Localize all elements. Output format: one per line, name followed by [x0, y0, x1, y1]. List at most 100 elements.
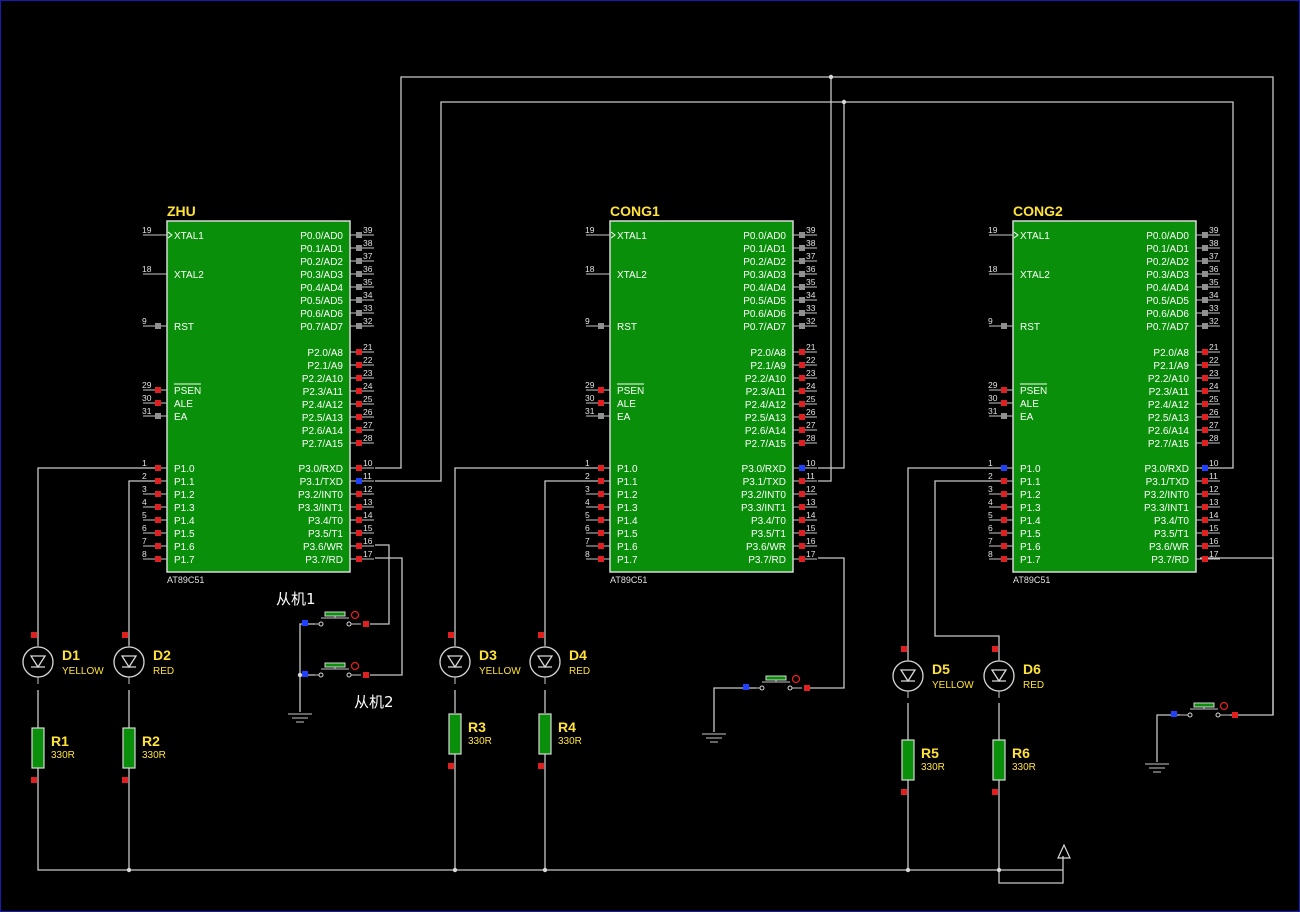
- mcu-cong2[interactable]: CONG2AT89C5119XTAL118XTAL29RST29PSEN30AL…: [988, 203, 1220, 585]
- push-button-slave1[interactable]: [302, 610, 369, 628]
- mcu-cong1[interactable]: CONG1AT89C5119XTAL118XTAL29RST29PSEN30AL…: [585, 203, 817, 585]
- pin-p15[interactable]: 6P1.5: [988, 523, 1041, 540]
- pin-p15[interactable]: 6P1.5: [585, 523, 638, 540]
- push-button-cong2[interactable]: [1171, 701, 1238, 719]
- pin-p17[interactable]: 8P1.7: [585, 549, 638, 566]
- pin-p15[interactable]: 6P1.5: [142, 523, 195, 540]
- pin-p17[interactable]: 8P1.7: [142, 549, 195, 566]
- pin-p10[interactable]: 1P1.0: [988, 458, 1041, 475]
- pin-p16[interactable]: 7P1.6: [585, 536, 638, 553]
- pin-p12[interactable]: 3P1.2: [585, 484, 638, 501]
- pin-p11[interactable]: 2P1.1: [988, 471, 1041, 488]
- pin-p17[interactable]: 8P1.7: [988, 549, 1041, 566]
- pin-p16[interactable]: 7P1.6: [142, 536, 195, 553]
- pin-p12[interactable]: 3P1.2: [988, 484, 1041, 501]
- push-button-slave2[interactable]: [302, 661, 369, 679]
- pin-p14[interactable]: 5P1.4: [988, 510, 1041, 527]
- pin-p10[interactable]: 1P1.0: [142, 458, 195, 475]
- pin-p16[interactable]: 7P1.6: [988, 536, 1041, 553]
- pin-p13[interactable]: 4P1.3: [988, 497, 1041, 514]
- pin-p13[interactable]: 4P1.3: [585, 497, 638, 514]
- pin-p11[interactable]: 2P1.1: [585, 471, 638, 488]
- pin-p12[interactable]: 3P1.2: [142, 484, 195, 501]
- pin-p10[interactable]: 1P1.0: [585, 458, 638, 475]
